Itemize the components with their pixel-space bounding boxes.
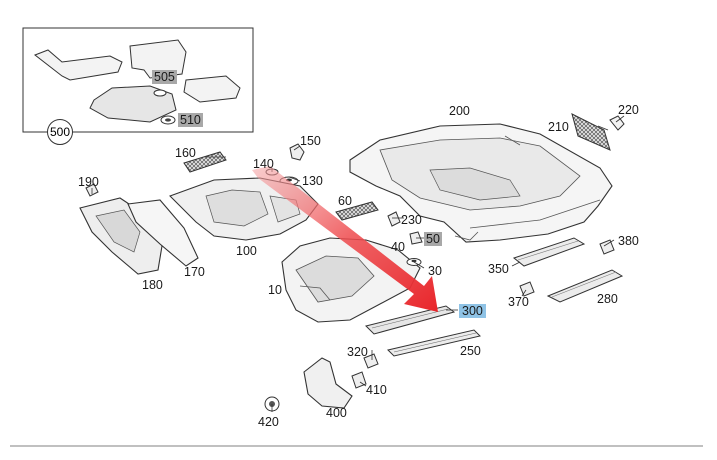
sill-strip-300 bbox=[365, 305, 456, 335]
label-505: 505 bbox=[152, 70, 177, 84]
label-370: 370 bbox=[508, 295, 529, 309]
label-300: 300 bbox=[459, 304, 486, 318]
label-320: 320 bbox=[347, 345, 368, 359]
floor-carpet-200 bbox=[349, 123, 613, 243]
mesh-panel-60 bbox=[335, 201, 379, 221]
label-410: 410 bbox=[366, 383, 387, 397]
label-510: 510 bbox=[178, 113, 203, 127]
label-200: 200 bbox=[449, 104, 470, 118]
label-220: 220 bbox=[618, 103, 639, 117]
label-130: 130 bbox=[302, 174, 323, 188]
sill-trim-350 bbox=[512, 237, 586, 267]
label-40: 40 bbox=[391, 240, 405, 254]
label-350: 350 bbox=[488, 262, 509, 276]
panel-170 bbox=[127, 199, 199, 267]
kick-panel-400 bbox=[303, 357, 353, 409]
clip-410 bbox=[351, 371, 367, 389]
red-arrow bbox=[252, 166, 438, 312]
label-230: 230 bbox=[401, 213, 422, 227]
clip-230 bbox=[387, 211, 401, 227]
label-50: 50 bbox=[424, 232, 442, 246]
label-140: 140 bbox=[253, 157, 274, 171]
clip-220 bbox=[609, 115, 625, 131]
label-10: 10 bbox=[268, 283, 282, 297]
sill-trim-280 bbox=[546, 269, 624, 303]
label-500: 500 bbox=[47, 119, 73, 145]
label-210: 210 bbox=[548, 120, 569, 134]
label-180: 180 bbox=[142, 278, 163, 292]
fastener-150 bbox=[289, 143, 305, 161]
label-380: 380 bbox=[618, 234, 639, 248]
label-60: 60 bbox=[338, 194, 352, 208]
clip-380 bbox=[599, 239, 615, 255]
label-420: 420 bbox=[258, 415, 279, 429]
clip-370 bbox=[519, 281, 535, 297]
label-100: 100 bbox=[236, 244, 257, 258]
label-400: 400 bbox=[326, 406, 347, 420]
leader-lines bbox=[91, 115, 625, 412]
label-160: 160 bbox=[175, 146, 196, 160]
label-250: 250 bbox=[460, 344, 481, 358]
label-280: 280 bbox=[597, 292, 618, 306]
grille-210 bbox=[571, 113, 611, 151]
label-150: 150 bbox=[300, 134, 321, 148]
floor-mat-inset bbox=[22, 27, 254, 133]
clip-320 bbox=[363, 353, 379, 369]
label-190: 190 bbox=[78, 175, 99, 189]
sill-strip-250 bbox=[387, 329, 481, 357]
label-30: 30 bbox=[428, 264, 442, 278]
label-170: 170 bbox=[184, 265, 205, 279]
